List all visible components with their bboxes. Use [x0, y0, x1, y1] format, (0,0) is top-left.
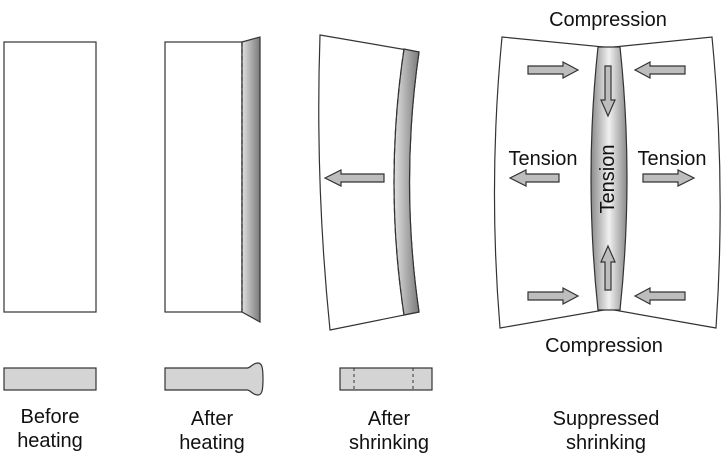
arrow-tension-down [600, 65, 616, 118]
caption-before-heating: Before heating [17, 406, 83, 452]
arrow-tension-left [508, 169, 560, 187]
shrunk-edge-strip [393, 48, 420, 316]
stage-after-heating [164, 36, 264, 396]
cross-section-after-shrinking [339, 367, 433, 391]
compression-bottom-label: Compression [545, 335, 663, 357]
stage-suppressed-shrinking [493, 36, 721, 329]
arrow-compression-top-left [527, 61, 580, 79]
tension-lens [590, 46, 628, 311]
stage-before-heating [3, 41, 97, 391]
arrow-compression-bottom-left [527, 287, 580, 305]
plate-after-heating [164, 41, 243, 313]
arrow-tension-up [600, 244, 616, 291]
caption-suppressed-shrinking: Suppressed shrinking [552, 408, 660, 454]
tension-left-label: Tension [508, 148, 578, 170]
arrow-compression-top-right [633, 61, 686, 79]
stage-after-shrinking [318, 34, 433, 391]
cross-section-after-heating [164, 362, 264, 396]
arrow-compression-bottom-right [633, 287, 686, 305]
shrunk-zone-boundary [393, 48, 405, 316]
tension-center-label: Tension [597, 144, 619, 214]
arrow-tension-right [642, 169, 696, 187]
heated-edge-strip [241, 36, 261, 324]
arrow-left-shrink [323, 169, 385, 187]
plate-before-heating [3, 41, 97, 313]
caption-after-shrinking: After shrinking [348, 408, 430, 454]
caption-after-heating: After heating [179, 408, 245, 454]
compression-top-label: Compression [549, 9, 667, 31]
tension-right-label: Tension [637, 148, 707, 170]
cross-section-before-heating [3, 367, 97, 391]
